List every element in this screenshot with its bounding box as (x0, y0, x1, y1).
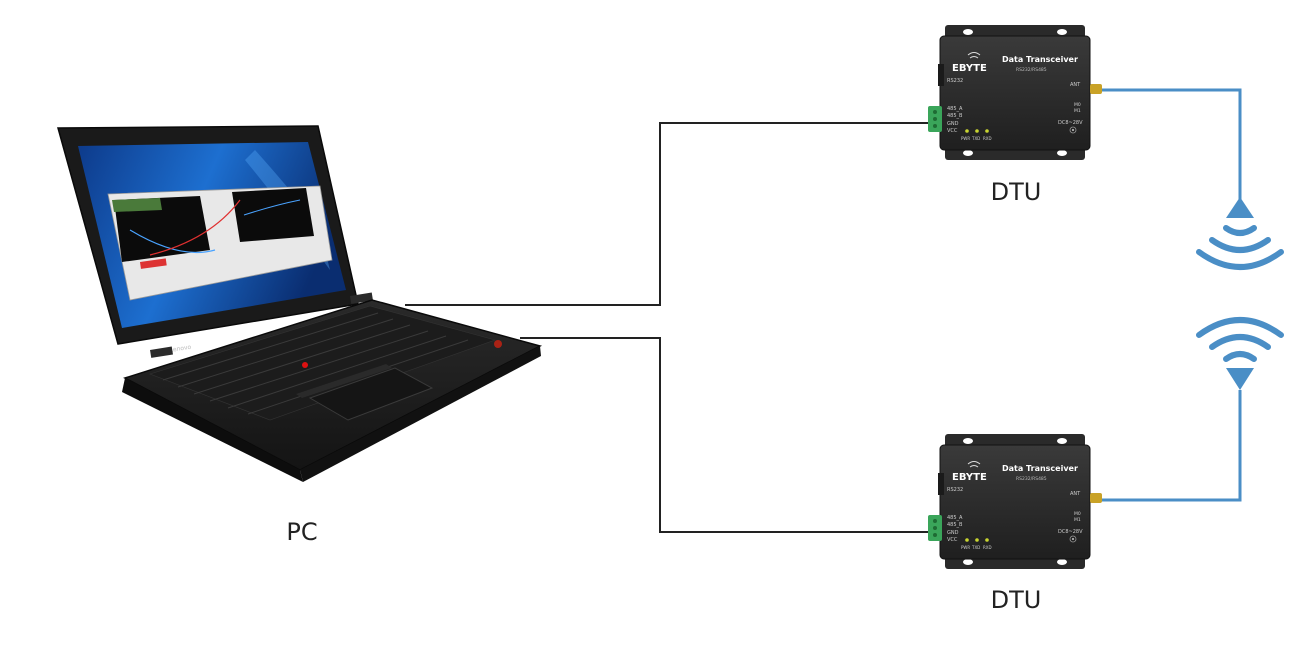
dtu-led-txd-label: TXD (971, 545, 980, 550)
radio-link-bottom (1100, 390, 1242, 502)
led-txd (975, 129, 979, 133)
dtu-model: RS232/RS485 (1016, 67, 1047, 73)
laptop-brand: Lenovo (169, 344, 192, 354)
dtu-mode-m1: M1 (1074, 517, 1081, 523)
dtu-port-label: RS232 (947, 78, 963, 84)
dtu-pin-485a: 485_A (947, 515, 963, 521)
wifi-signal-icon (1196, 317, 1284, 390)
dtu-led-rxd-label: RXD (983, 545, 992, 550)
dtu-mode-m0: M0 (1074, 102, 1081, 108)
antenna-connector (1090, 84, 1102, 94)
dtu-product-name: Data Transceiver (1002, 464, 1078, 473)
laptop-touchpad (308, 367, 434, 421)
dtu-led-pwr-label: PWR (961, 136, 970, 141)
led-rxd (985, 538, 989, 542)
laptop: Lenovo (57, 125, 543, 482)
pc-label: PC (286, 518, 318, 546)
dtu-mode-m1: M1 (1074, 108, 1081, 114)
led-pwr (965, 538, 969, 542)
dtu-pin-gnd: GND (947, 530, 959, 536)
dtu-mode-m0: M0 (1074, 511, 1081, 517)
led-pwr (965, 129, 969, 133)
led-rxd (985, 129, 989, 133)
dtu-product-name: Data Transceiver (1002, 55, 1078, 64)
dtu-antenna-label: ANT (1070, 82, 1081, 88)
dtu-pin-485b: 485_B (947, 522, 963, 528)
dtu-antenna-label: ANT (1070, 491, 1081, 497)
dtu-top-label: DTU (990, 178, 1042, 206)
wifi-signal-icon (1196, 197, 1284, 270)
pc-to-dtu-top-wire (405, 122, 948, 306)
dtu-led-pwr-label: PWR (961, 545, 970, 550)
dtu-led-txd-label: TXD (971, 136, 980, 141)
radio-link-top (1100, 88, 1242, 200)
dtu-pin-gnd: GND (947, 121, 959, 127)
dtu-pin-485b: 485_B (947, 113, 963, 119)
laptop-keyboard (149, 305, 497, 421)
dtu-device-top: EBYTE Data Transceiver RS232/RS485 RS232… (928, 25, 1102, 160)
dtu-power-spec: DC8~28V (1058, 120, 1083, 126)
dtu-pin-485a: 485_A (947, 106, 963, 112)
dtu-led-rxd-label: RXD (983, 136, 992, 141)
dtu-power-spec: DC8~28V (1058, 529, 1083, 535)
led-txd (975, 538, 979, 542)
dtu-pin-vcc: VCC (947, 128, 958, 134)
dtu-brand: EBYTE (952, 63, 987, 74)
dtu-bottom-label: DTU (990, 586, 1042, 614)
pc-to-dtu-bottom-wire (520, 337, 948, 533)
dtu-brand: EBYTE (952, 472, 987, 483)
dtu-pin-vcc: VCC (947, 537, 958, 543)
dtu-port-label: RS232 (947, 487, 963, 493)
dtu-model: RS232/RS485 (1016, 476, 1047, 482)
dtu-device-bottom: EBYTE Data Transceiver RS232/RS485 RS232… (928, 434, 1102, 569)
antenna-connector (1090, 493, 1102, 503)
